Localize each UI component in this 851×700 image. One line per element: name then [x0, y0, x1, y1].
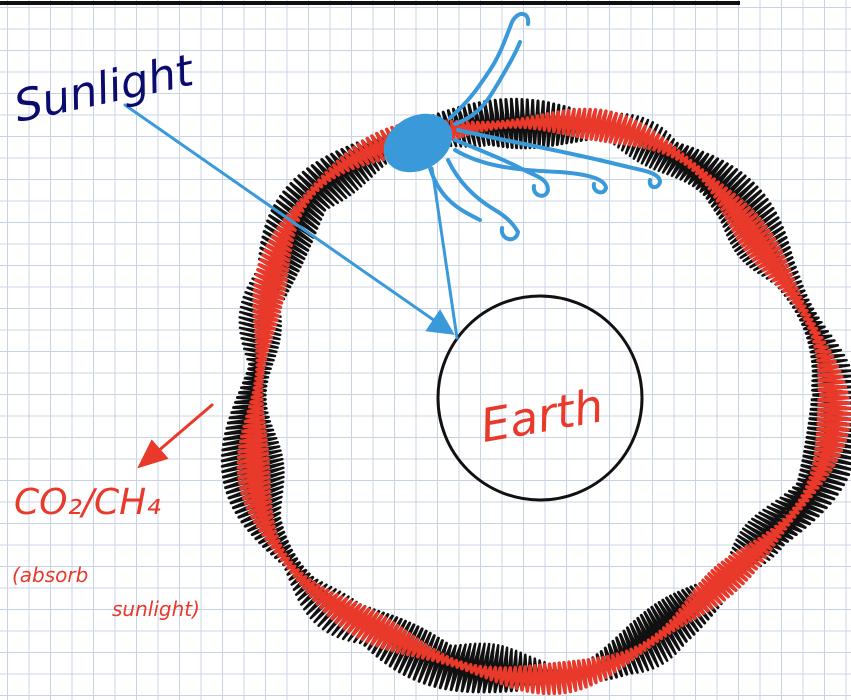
absorb-label-line1: (absorb: [12, 563, 88, 587]
sun-to-earth-arrow: [430, 166, 459, 340]
sun-icon: [383, 12, 663, 242]
ring-red-stroke: [236, 107, 851, 696]
ring-black-stroke: [238, 101, 851, 688]
earth-circle: [436, 294, 644, 502]
earth-label: Earth: [476, 378, 607, 453]
atmosphere-ring-red: [236, 107, 851, 696]
sunlight-label: Sunlight: [10, 45, 200, 133]
absorb-label-line2: sunlight): [112, 597, 200, 621]
gases-arrow: [137, 403, 214, 469]
gases-label: CO₂/CH₄: [14, 482, 161, 523]
sunlight-arrow: [123, 103, 455, 335]
